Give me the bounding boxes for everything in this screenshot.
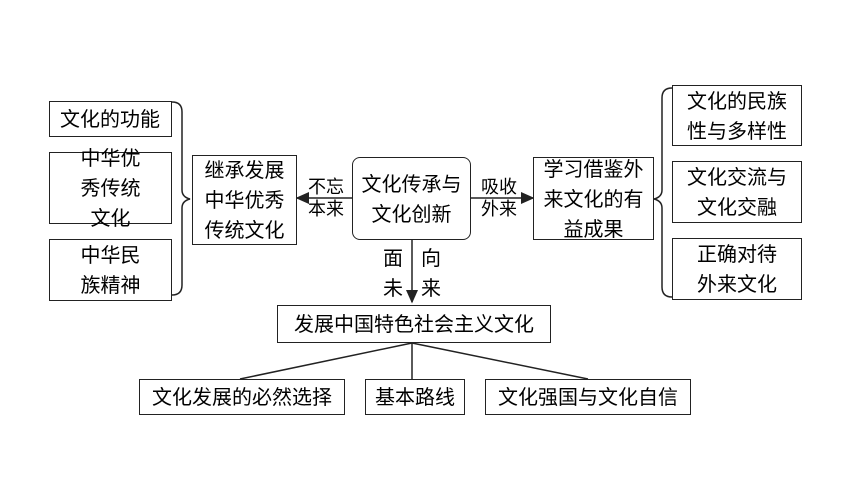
inheritance-innovation-box: 文化传承与文化创新	[352, 157, 471, 240]
inherit-develop-text: 继承发展中华优秀传统文化	[204, 158, 285, 242]
label-face-future: 面未	[383, 246, 403, 300]
develop-socialist-culture-box: 发展中国特色社会主义文化	[277, 305, 551, 343]
excellent-traditional-culture-box: 中华优秀传统文化	[49, 146, 172, 230]
culture-function-box: 文化的功能	[49, 101, 172, 137]
learn-foreign-box: 学习借鉴外来文化的有益成果	[533, 157, 654, 241]
cultural-power-confidence-text: 文化强国与文化自信	[498, 385, 678, 409]
inevitable-choice-box: 文化发展的必然选择	[139, 379, 345, 415]
excellent-traditional-culture-text: 中华优秀传统文化	[80, 146, 141, 230]
label-not-forget-origin: 不忘本来	[308, 177, 344, 220]
learn-foreign-text: 学习借鉴外来文化的有益成果	[543, 156, 644, 241]
fan-line-right	[411, 342, 589, 380]
cultural-exchange-box: 文化交流与文化交融	[672, 161, 802, 223]
cultural-exchange-text: 文化交流与文化交融	[687, 165, 787, 219]
cultural-power-confidence-box: 文化强国与文化自信	[485, 379, 691, 415]
right-brace	[653, 87, 673, 298]
fan-line-left	[239, 342, 413, 380]
treat-foreign-culture-text: 正确对待外来文化	[697, 242, 777, 296]
national-spirit-text: 中华民族精神	[80, 243, 141, 297]
national-diversity-text: 文化的民族性与多样性	[687, 88, 787, 143]
develop-socialist-culture-text: 发展中国特色社会主义文化	[294, 312, 534, 336]
label-toward-future: 向来	[421, 246, 441, 300]
national-spirit-box: 中华民族精神	[49, 239, 172, 301]
inheritance-innovation-text: 文化传承与文化创新	[361, 171, 462, 226]
inevitable-choice-text: 文化发展的必然选择	[152, 385, 332, 409]
inherit-develop-box: 继承发展中华优秀传统文化	[192, 155, 297, 245]
national-diversity-box: 文化的民族性与多样性	[672, 85, 802, 146]
left-brace	[171, 101, 191, 296]
treat-foreign-culture-box: 正确对待外来文化	[672, 238, 802, 300]
basic-route-text: 基本路线	[375, 385, 455, 409]
label-absorb-foreign: 吸收外来	[481, 177, 517, 220]
basic-route-box: 基本路线	[365, 379, 465, 415]
culture-function-text: 文化的功能	[60, 107, 160, 131]
